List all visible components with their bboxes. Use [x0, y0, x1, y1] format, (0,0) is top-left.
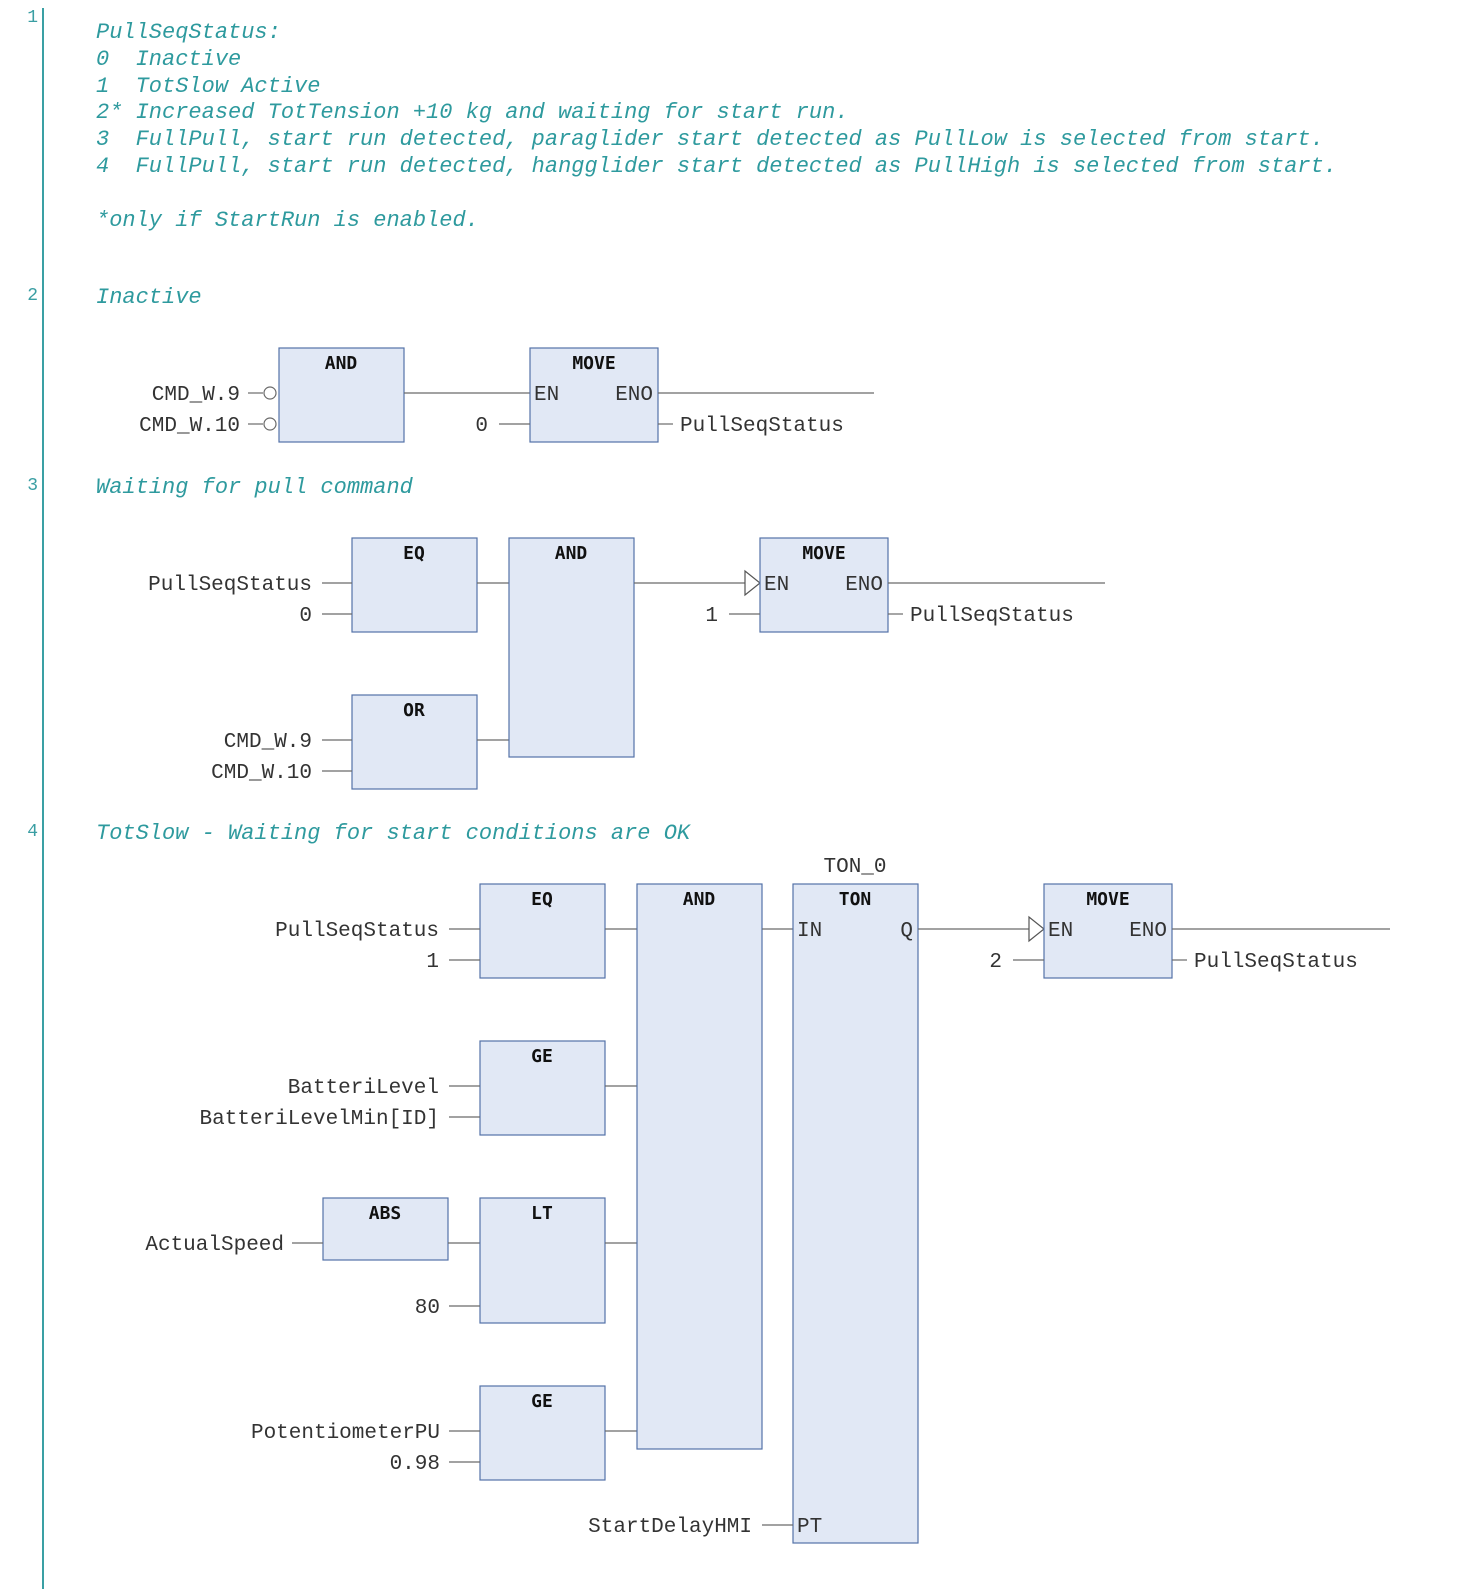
ton-pt-pin: PT	[797, 1516, 822, 1539]
abs-input[interactable]: ActualSpeed	[145, 1234, 284, 1257]
abs-block[interactable]	[322, 1197, 449, 1261]
move-output-var[interactable]: PullSeqStatus	[1194, 951, 1358, 974]
rising-edge-marker	[1028, 915, 1045, 943]
ge-block[interactable]	[479, 1040, 606, 1136]
eq-block-title: EQ	[403, 543, 425, 564]
and-block-title: AND	[555, 543, 588, 564]
network-gutter-line	[42, 8, 44, 1589]
and-block[interactable]	[278, 347, 405, 443]
ton-pt-input[interactable]: StartDelayHMI	[588, 1516, 752, 1539]
input-cmd-w9[interactable]: CMD_W.9	[152, 384, 240, 407]
network-4-comment: TotSlow - Waiting for start conditions a…	[96, 821, 691, 846]
and-block-title: AND	[683, 889, 716, 910]
network-2-comment: Inactive	[96, 285, 202, 310]
eq-input-1[interactable]: PullSeqStatus	[148, 574, 312, 597]
move-en-pin: EN	[534, 384, 559, 407]
ge-input-2[interactable]: BatteriLevelMin[ID]	[200, 1108, 439, 1131]
lt-block[interactable]	[479, 1197, 606, 1324]
eq-block[interactable]	[351, 537, 478, 633]
move-block-title: MOVE	[572, 353, 615, 374]
lt-block-title: LT	[531, 1203, 553, 1224]
network-number-2: 2	[27, 286, 38, 306]
eq-block[interactable]	[479, 883, 606, 979]
network-3-diagram: EQ PullSeqStatus 0 OR CMD_W.9 CMD_W.10 A…	[148, 537, 1105, 790]
move-input-value[interactable]: 0	[475, 415, 488, 438]
ton-in-pin: IN	[797, 920, 822, 943]
ton-q-pin: Q	[900, 920, 913, 943]
ge-block-title: GE	[531, 1391, 553, 1412]
move-block[interactable]	[1043, 883, 1173, 979]
ge-block-title: GE	[531, 1046, 553, 1067]
move-block-title: MOVE	[1086, 889, 1129, 910]
and-block[interactable]	[636, 883, 763, 1450]
network-1-comment: PullSeqStatus: 0 Inactive 1 TotSlow Acti…	[96, 20, 1338, 233]
abs-block-title: ABS	[369, 1203, 402, 1224]
ge-input-2[interactable]: 0.98	[390, 1453, 440, 1476]
eq-input-2[interactable]: 0	[299, 605, 312, 628]
or-block-title: OR	[403, 700, 425, 721]
move-input-value[interactable]: 2	[989, 951, 1002, 974]
move-input-value[interactable]: 1	[705, 605, 718, 628]
move-output-var[interactable]: PullSeqStatus	[680, 415, 844, 438]
ton-instance-name[interactable]: TON_0	[823, 856, 886, 879]
move-output-var[interactable]: PullSeqStatus	[910, 605, 1074, 628]
ge-input-1[interactable]: PotentiometerPU	[251, 1422, 440, 1445]
network-2-diagram: AND CMD_W.9 CMD_W.10 MOVE EN ENO 0 PullS…	[139, 347, 874, 443]
rising-edge-marker	[744, 569, 761, 597]
negation-circle	[263, 417, 277, 431]
ge-block[interactable]	[479, 1385, 606, 1481]
eq-input-2[interactable]: 1	[426, 951, 439, 974]
lt-input-2[interactable]: 80	[415, 1297, 440, 1320]
input-cmd-w10[interactable]: CMD_W.10	[139, 415, 240, 438]
move-eno-pin: ENO	[1129, 920, 1167, 943]
or-input-1[interactable]: CMD_W.9	[224, 731, 312, 754]
move-block[interactable]	[759, 537, 889, 633]
ton-timer-block[interactable]	[792, 883, 919, 1544]
and-block[interactable]	[508, 537, 635, 758]
eq-block-title: EQ	[531, 889, 553, 910]
ge-input-1[interactable]: BatteriLevel	[288, 1077, 439, 1100]
or-block[interactable]	[351, 694, 478, 790]
move-eno-pin: ENO	[845, 574, 883, 597]
ton-block-title: TON	[839, 889, 872, 910]
move-en-pin: EN	[1048, 920, 1073, 943]
or-input-2[interactable]: CMD_W.10	[211, 762, 312, 785]
move-eno-pin: ENO	[615, 384, 653, 407]
network-number-4: 4	[27, 822, 38, 842]
move-en-pin: EN	[764, 574, 789, 597]
and-block-title: AND	[325, 353, 358, 374]
move-block[interactable]	[529, 347, 659, 443]
network-3-comment: Waiting for pull command	[96, 475, 413, 500]
eq-input-1[interactable]: PullSeqStatus	[275, 920, 439, 943]
network-number-1: 1	[27, 8, 38, 28]
network-number-3: 3	[27, 476, 38, 496]
negation-circle	[263, 386, 277, 400]
network-4-diagram: EQ PullSeqStatus 1 GE BatteriLevel Batte…	[145, 856, 1390, 1544]
move-block-title: MOVE	[802, 543, 845, 564]
